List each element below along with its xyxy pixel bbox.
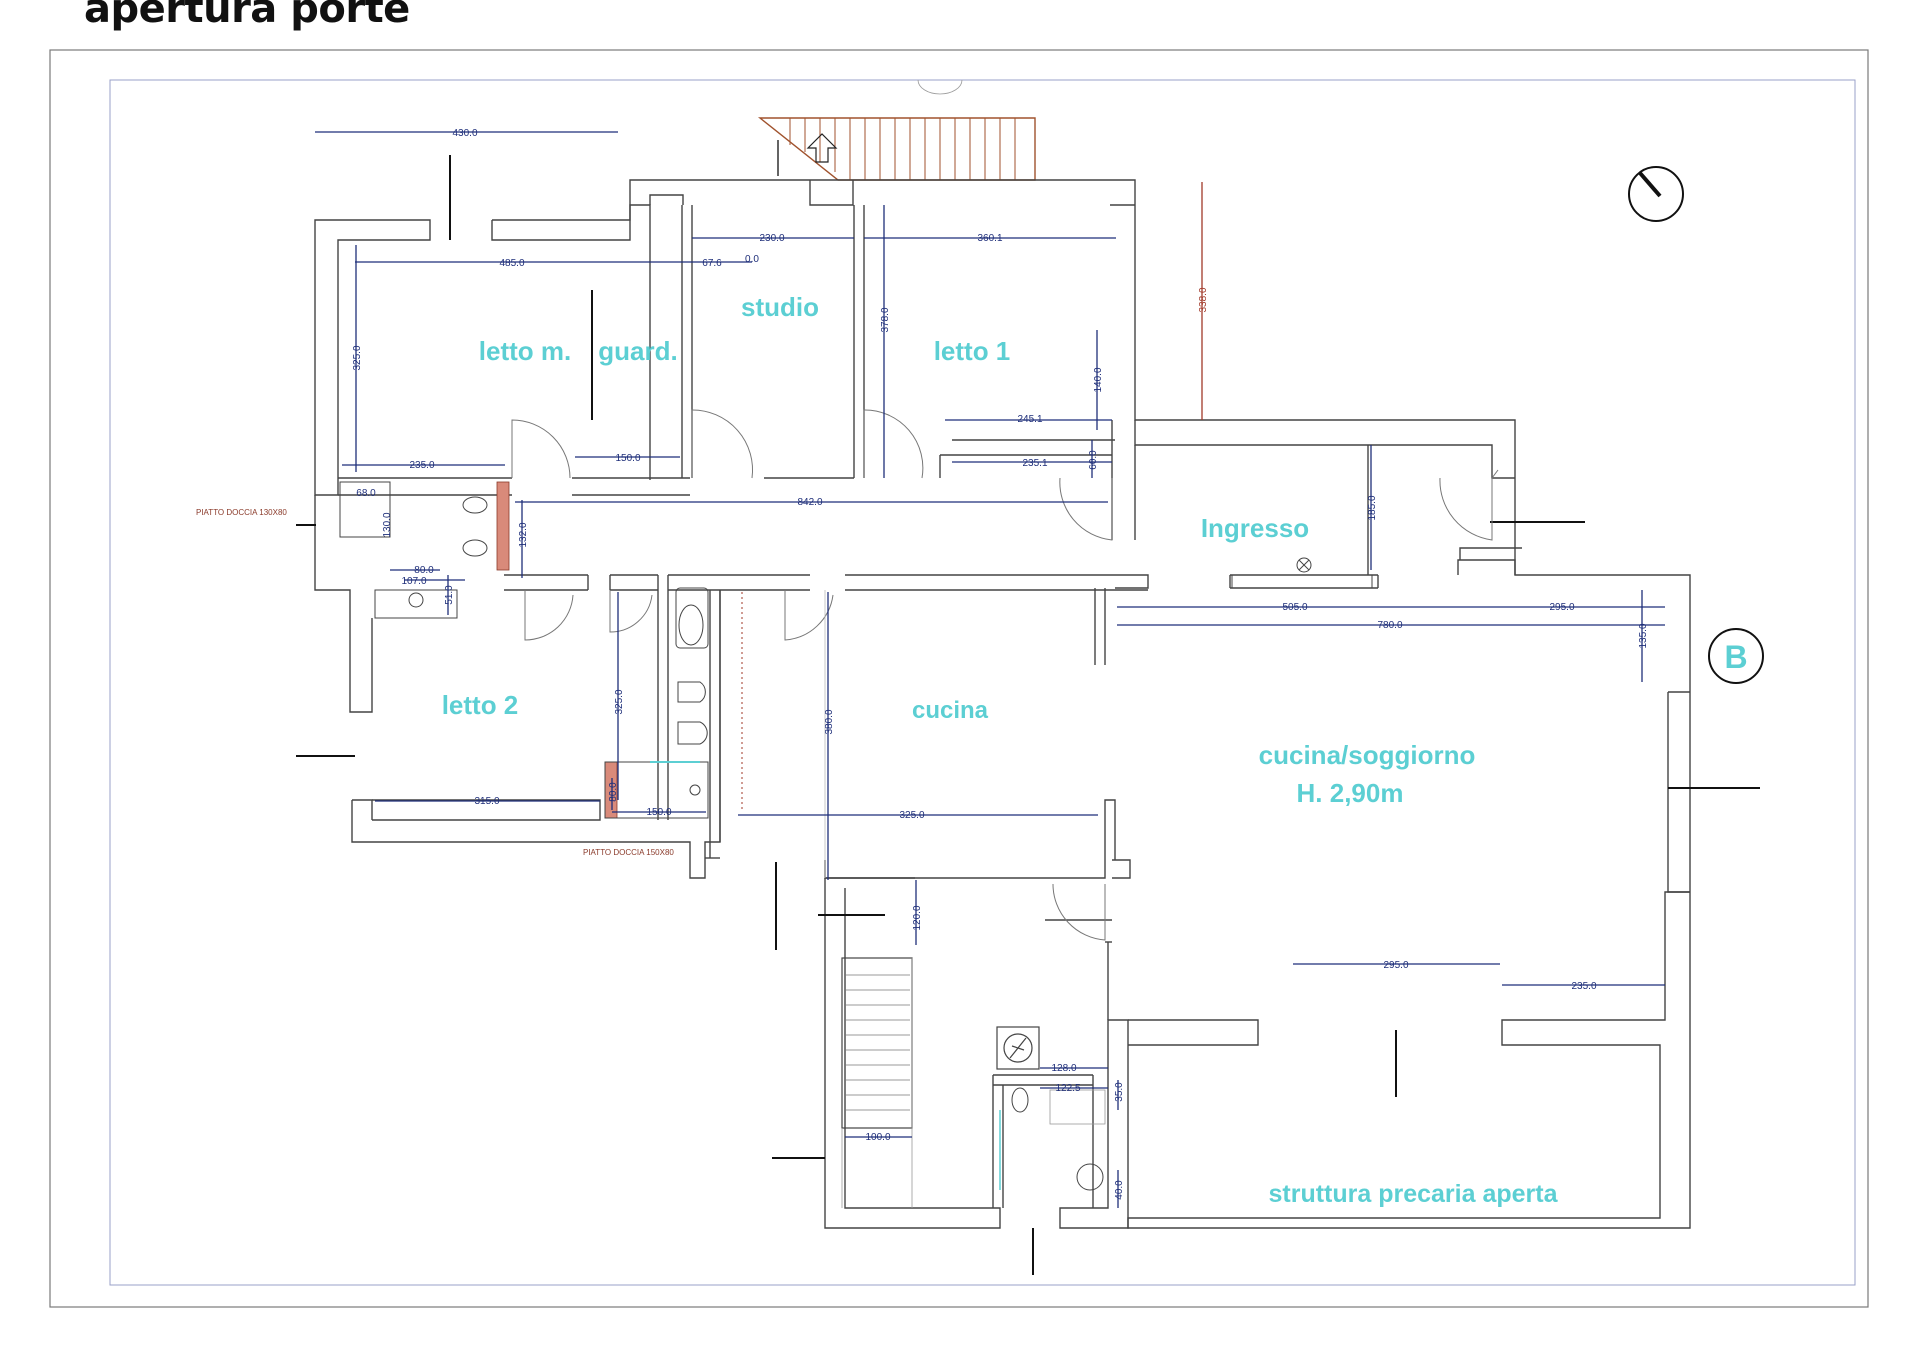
frame-arc xyxy=(917,79,963,95)
dim-338: 338.0 xyxy=(1198,287,1209,312)
dim-67: 67.6 xyxy=(702,258,722,269)
dim-68: 68.0 xyxy=(356,488,376,499)
dim-842: 842.0 xyxy=(797,497,822,508)
dim-245: 245.1 xyxy=(1017,414,1042,425)
page-title: apertura porte xyxy=(84,0,410,32)
washbasin-icon xyxy=(408,592,424,608)
room-label-letto-2: letto 2 xyxy=(442,690,519,720)
north-compass-icon xyxy=(1628,166,1684,222)
room-label-guard: guard. xyxy=(598,336,677,366)
dim-132: 132.0 xyxy=(518,522,529,547)
toilet-icon xyxy=(677,721,708,745)
room-label-ingresso: Ingresso xyxy=(1201,513,1309,543)
room-label-altezza: H. 2,90m xyxy=(1297,778,1404,808)
staircase-bottom xyxy=(841,957,913,1208)
dim-107: 107.0 xyxy=(401,576,426,587)
inner-frame xyxy=(109,79,1856,1286)
dim-235a: 235.0 xyxy=(409,460,434,471)
dim-135: 135.0 xyxy=(1638,623,1649,648)
ceiling-light-icon xyxy=(1296,557,1312,573)
dim-230: 230.0 xyxy=(759,233,784,244)
dim-122: 122.5 xyxy=(1055,1083,1080,1094)
dim-100: 100.0 xyxy=(865,1132,890,1143)
section-marker: B xyxy=(1708,628,1764,684)
room-labels: letto m. guard. studio letto 1 Ingresso … xyxy=(442,292,1559,1208)
dim-315: 315.0 xyxy=(474,796,499,807)
dim-128: 128.0 xyxy=(1051,1063,1076,1074)
toilet-icon xyxy=(1011,1087,1029,1113)
dim-120: 120.0 xyxy=(912,905,923,930)
room-label-cucina-soggiorno: cucina/soggiorno xyxy=(1259,740,1476,770)
dim-360: 360.1 xyxy=(977,233,1002,244)
dim-140: 140.0 xyxy=(1093,367,1104,392)
dim-35: 35.0 xyxy=(1114,1082,1125,1102)
dimension-labels: 430.0 485.0 67.6 0.0 230.0 360.1 338.0 3… xyxy=(352,128,1649,1200)
toilet-icon xyxy=(462,496,488,514)
dim-430: 430.0 xyxy=(452,128,477,139)
room-label-letto-1: letto 1 xyxy=(934,336,1011,366)
bathroom-1-fixtures xyxy=(339,481,510,619)
doors xyxy=(511,409,1499,941)
dim-295b: 295.0 xyxy=(1383,960,1408,971)
staircase-top xyxy=(757,117,1036,181)
washbasin-icon xyxy=(1076,1163,1104,1191)
dim-130: 130.0 xyxy=(382,512,393,537)
dim-0: 0.0 xyxy=(745,254,759,265)
bidet-icon xyxy=(677,681,706,703)
dim-380: 380.0 xyxy=(824,709,835,734)
kitchen-counter xyxy=(824,574,1373,878)
basin-icon xyxy=(678,604,704,646)
dim-295a: 295.0 xyxy=(1549,602,1574,613)
boiler-icon xyxy=(1003,1033,1033,1063)
dim-325a: 325.0 xyxy=(352,345,363,370)
room-label-cucina: cucina xyxy=(912,697,989,724)
dim-185: 185.0 xyxy=(1367,495,1378,520)
dim-40: 40.0 xyxy=(1114,1180,1125,1200)
shower-note-2: PIATTO DOCCIA 150X80 xyxy=(583,848,674,857)
walls xyxy=(314,179,1691,1229)
section-cut-marks xyxy=(296,155,1760,1275)
dim-325b: 325.0 xyxy=(614,689,625,714)
outer-frame xyxy=(49,49,1869,1308)
shower-note-1: PIATTO DOCCIA 130X80 xyxy=(196,508,287,517)
dim-60: 60.0 xyxy=(1088,450,1099,470)
dim-505: 505.0 xyxy=(1282,602,1307,613)
dim-485: 485.0 xyxy=(499,258,524,269)
dim-235b: 235.1 xyxy=(1022,458,1047,469)
dim-780: 780.0 xyxy=(1377,620,1402,631)
dimension-lines xyxy=(315,131,1665,1208)
bathroom-3-fixtures xyxy=(996,1026,1106,1191)
dim-378: 378.0 xyxy=(880,307,891,332)
bidet-icon xyxy=(462,539,488,557)
dim-80a: 80.0 xyxy=(414,565,434,576)
room-label-letto-m: letto m. xyxy=(479,336,571,366)
dim-80b: 80.0 xyxy=(608,782,619,802)
dim-51: 51.0 xyxy=(444,585,455,605)
dim-150a: 150.0 xyxy=(615,453,640,464)
dim-325c: 325.0 xyxy=(899,810,924,821)
room-label-studio: studio xyxy=(741,292,819,322)
dim-150b: 150.0 xyxy=(646,807,671,818)
dim-235c: 235.0 xyxy=(1571,981,1596,992)
section-marker-label: B xyxy=(1724,639,1747,675)
room-label-struttura: struttura precaria aperta xyxy=(1268,1180,1558,1208)
bathroom-2-fixtures xyxy=(604,587,709,819)
